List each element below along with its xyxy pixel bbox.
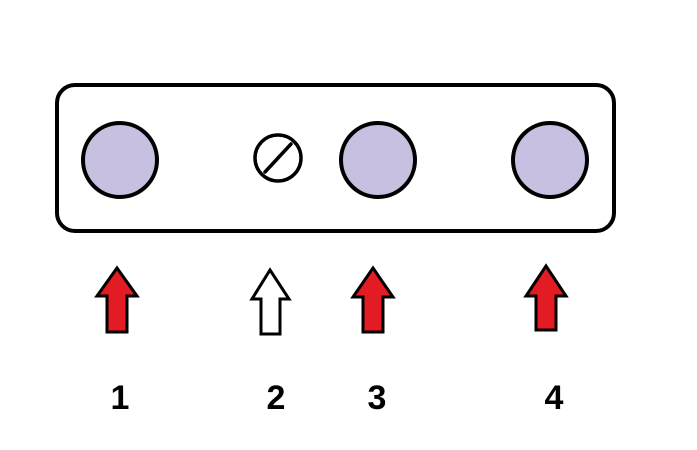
slotted-screw-icon bbox=[253, 133, 303, 183]
socket-4-icon bbox=[511, 121, 589, 199]
label-2: 2 bbox=[267, 379, 286, 417]
socket-1-icon bbox=[81, 121, 159, 199]
arrow-up-icon-1 bbox=[94, 265, 140, 334]
label-3: 3 bbox=[368, 379, 387, 417]
arrow-up-icon-3 bbox=[350, 265, 396, 334]
socket-3-icon bbox=[339, 121, 417, 199]
label-1: 1 bbox=[111, 379, 130, 417]
arrow-up-icon-4 bbox=[523, 263, 569, 332]
arrow-up-icon-2 bbox=[249, 267, 292, 336]
label-4: 4 bbox=[545, 379, 564, 417]
panel-outline bbox=[55, 83, 616, 233]
